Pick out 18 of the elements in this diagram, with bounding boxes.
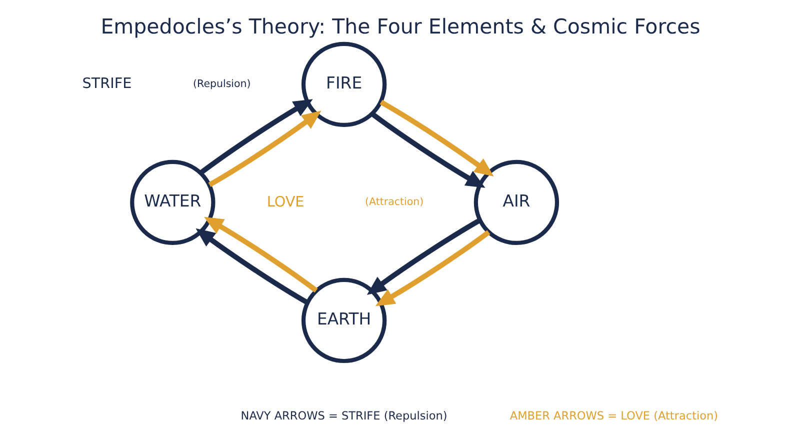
legend-label: AMBER ARROWS = LOVE (Attraction) [509,408,718,422]
label: STRIFE [82,76,132,92]
arrow [366,218,480,294]
diagram-title: Empedocles’s Theory: The Four Elements & Cosmic Forces [100,14,700,38]
arrow [198,98,312,174]
legend-label: NAVY ARROWS = STRIFE (Repulsion) [240,408,447,422]
label: LOVE [266,194,304,210]
node-circle: WATER [130,159,215,245]
arrow [370,111,485,188]
arrow [379,99,494,176]
arrow [195,228,308,304]
node-circle: FIRE [300,41,386,127]
node-circle: AIR [473,159,559,245]
arrow [374,230,490,306]
label: (Attraction) [364,196,424,208]
arrow [204,216,318,292]
label: (Repulsion) [192,77,250,90]
arrow [208,110,321,187]
